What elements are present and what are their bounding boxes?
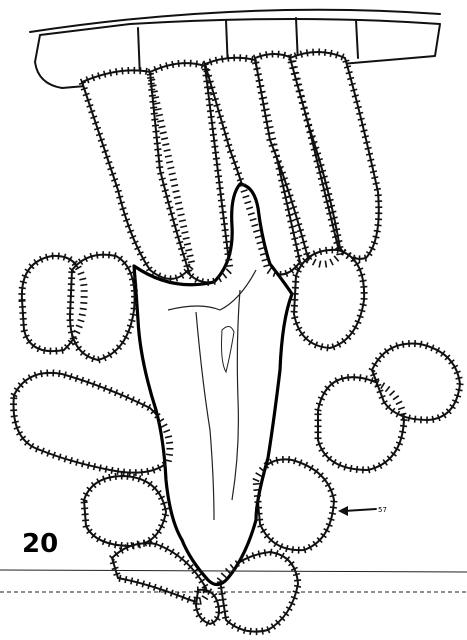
arrow-label: 57 [378,506,387,514]
figure-number: 20 [22,529,58,559]
round-cell-left-large [14,373,170,473]
pointer-arrow [338,506,376,516]
